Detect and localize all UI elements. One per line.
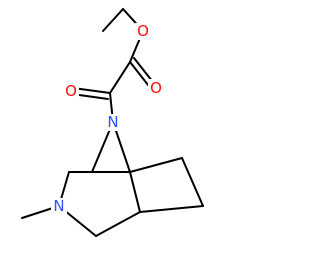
bond-ethano-1	[129, 157, 183, 173]
ring-nitrogen-bg	[51, 198, 67, 215]
keto-oxygen-label: O	[65, 82, 77, 100]
bond-keto-double-a	[72, 87, 111, 94]
ester-carbonyl-oxygen-bg	[148, 79, 164, 96]
keto-oxygen-bg	[63, 83, 79, 100]
ring-nitrogen-label: N	[53, 197, 64, 215]
bond-ethyl-ch3	[102, 8, 124, 32]
bridge-nitrogen-bg	[105, 114, 121, 131]
structure-canvas: O O O N N	[21, 8, 204, 237]
molecule-diagram: O O O N N	[21, 8, 204, 237]
bond-ethano-3	[139, 205, 204, 213]
ester-carbonyl-oxygen-label: O	[150, 79, 162, 97]
atom-label-layer: O O O N N	[51, 22, 164, 215]
bond-bh-lower-upper	[129, 171, 141, 213]
ester-oxygen-label: O	[137, 22, 149, 40]
bridge-nitrogen-label: N	[107, 113, 118, 131]
bond-ester-keto	[109, 61, 131, 94]
ester-oxygen-bg	[135, 23, 151, 40]
bond-ch2-bh-lower	[95, 211, 141, 237]
bond-ethano-2	[181, 157, 204, 207]
